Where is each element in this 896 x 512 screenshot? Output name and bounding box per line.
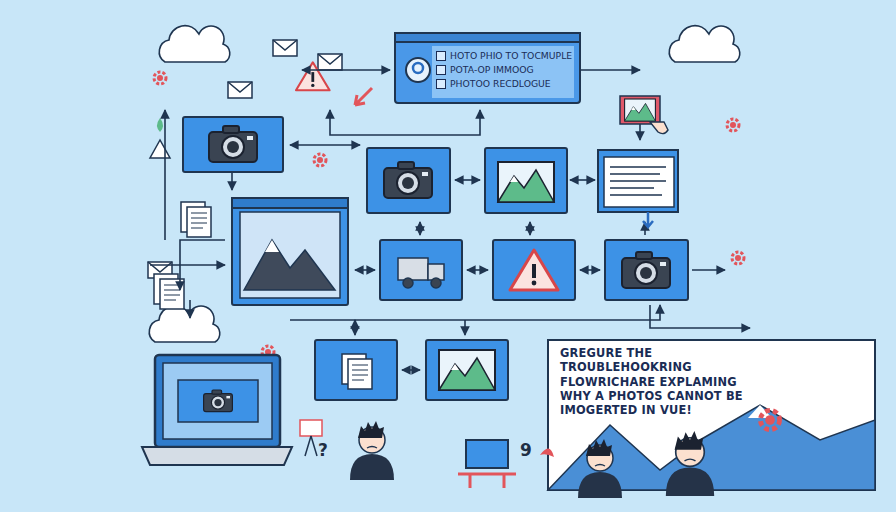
symbol-label: ? bbox=[318, 440, 328, 460]
checklist-window: HOTO PHIO TO TOCMUPLEPOTA-OP IMMOOGPHOTO… bbox=[436, 49, 572, 91]
list-item: HOTO PHIO TO TOCMUPLE bbox=[436, 49, 572, 63]
list-item: POTA-OP IMMOOG bbox=[436, 63, 572, 77]
list-item: PHOTOO RECDLOGUE bbox=[436, 77, 572, 91]
caption-text: GREGURE THE TROUBLEHOOKRING FLOWRICHARE … bbox=[560, 346, 770, 417]
symbol-label: 9 bbox=[520, 440, 532, 460]
caption-panel: GREGURE THE TROUBLEHOOKRING FLOWRICHARE … bbox=[560, 346, 770, 417]
